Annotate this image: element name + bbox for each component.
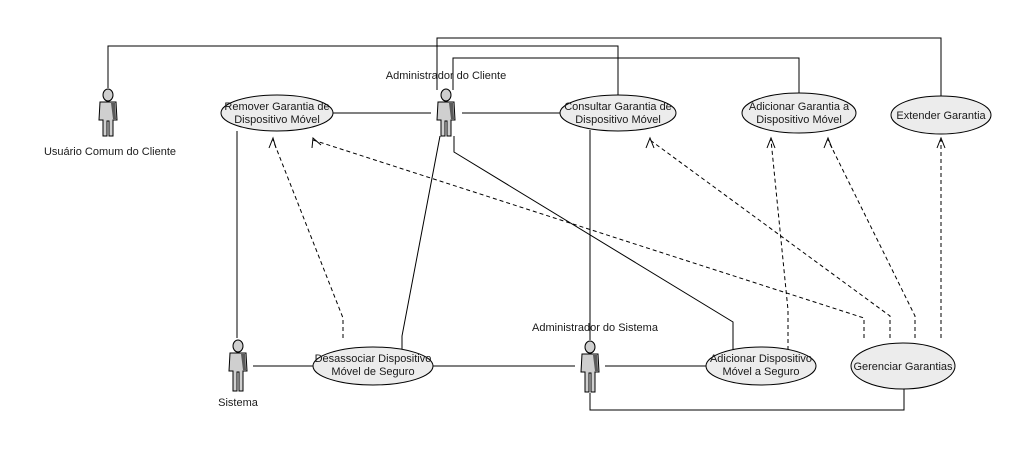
use-case-consultar[interactable]: Consultar Garantia de Dispositivo Móvel [559,94,677,132]
use-case-gerenciar[interactable]: Gerenciar Garantias [850,342,956,390]
use-case-desassociar[interactable]: Desassociar Dispositivo Móvel de Seguro [312,346,434,386]
arrowhead-dep-gerenciar-adicionar-garantia [823,136,833,149]
use-case-adicionar-garantia[interactable]: Adicionar Garantia a Dispositivo Móvel [741,92,857,134]
arrowhead-dep-gerenciar-consultar [645,136,655,149]
actor-sistema[interactable] [228,339,248,392]
actor-admin-sistema[interactable] [580,340,600,393]
use-case-extender[interactable]: Extender Garantia [890,95,992,135]
use-case-desassociar-line1: Desassociar Dispositivo [315,353,432,365]
use-case-remover[interactable]: Remover Garantia de Dispositivo Móvel [220,94,334,132]
dependency-lines [268,136,946,350]
actor-sistema-label: Sistema [218,397,259,409]
dep-gerenciar-consultar [649,139,891,338]
use-case-desassociar-line2: Móvel de Seguro [331,366,414,378]
arrowhead-dep-gerenciar-extender [936,136,946,149]
use-case-remover-line2: Dispositivo Móvel [234,114,320,126]
dep-gerenciar-adicionar-garantia [827,139,916,338]
actor-icon [228,339,248,392]
use-case-adicionar-garantia-line1: Adicionar Garantia a [749,101,850,113]
use-case-gerenciar-label: Gerenciar Garantias [853,361,953,373]
actor-usuario-comum-label: Usuário Comum do Cliente [44,146,176,158]
assoc-admin-cliente-adicionar-garantia [452,57,800,93]
actor-icon [580,340,600,393]
use-case-extender-label: Extender Garantia [896,110,986,122]
use-case-adicionar-dispositivo-line2: Móvel a Seguro [722,366,799,378]
use-case-consultar-line1: Consultar Garantia de [564,101,672,113]
assoc-admin-cliente-desassociar [401,135,441,350]
use-case-remover-line1: Remover Garantia de [224,101,329,113]
dep-gerenciar-remover [312,139,865,338]
actor-admin-cliente-label: Administrador do Cliente [386,70,506,82]
actor-icon [436,88,456,137]
use-case-consultar-line2: Dispositivo Móvel [575,114,661,126]
arrowhead-dep-adicionar-dispositivo-adicionar-garantia [766,136,776,149]
actor-admin-sistema-label: Administrador do Sistema [532,322,659,334]
association-lines [107,37,942,411]
arrowhead-dep-gerenciar-remover [311,136,322,149]
use-case-adicionar-dispositivo-line1: Adicionar Dispositivo [710,353,812,365]
arrowhead-dep-desassociar-remover [268,136,277,149]
actor-usuario-comum[interactable] [98,88,118,137]
assoc-admin-cliente-extender [436,37,942,97]
use-case-adicionar-dispositivo[interactable]: Adicionar Dispositivo Móvel a Seguro [705,346,817,386]
assoc-admin-cliente-adicionar-dispositivo [453,136,734,350]
actor-admin-cliente[interactable] [436,88,456,137]
assoc-usuario-comum-consultar [107,45,619,96]
use-case-adicionar-garantia-line2: Dispositivo Móvel [756,114,842,126]
assoc-admin-sistema-gerenciar [589,389,905,411]
actor-icon [98,88,118,137]
dep-desassociar-remover [272,139,344,338]
dep-adicionar-dispositivo-adicionar-garantia [770,139,789,350]
